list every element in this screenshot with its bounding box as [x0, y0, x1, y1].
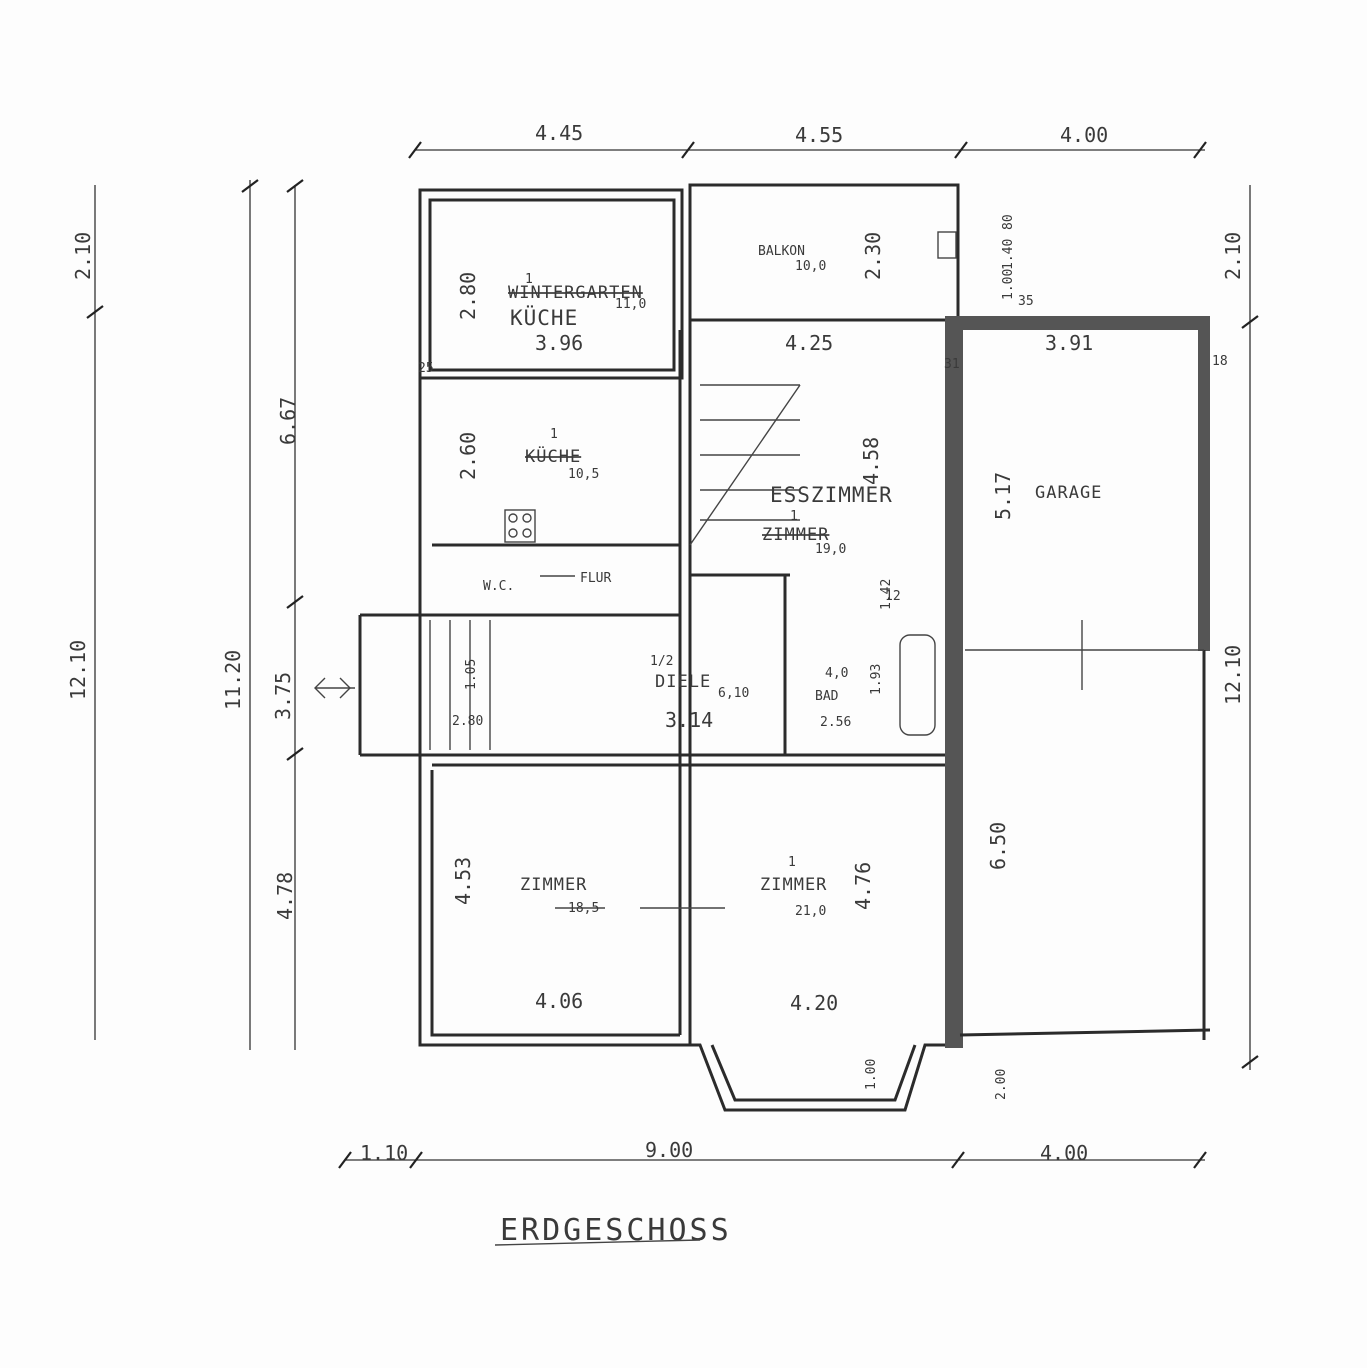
room-bad: BAD 4,0 2.56 1.93 [815, 664, 884, 730]
dim-right-1: 2.10 [1221, 232, 1245, 280]
room-kueche: 1 KÜCHE 10,5 2.60 [456, 427, 599, 482]
room-wintergarten: 1 WINTERGARTEN 11,0 KÜCHE 3.96 2.80 [456, 272, 646, 355]
room-number: 1 [525, 272, 533, 287]
room-number: 1 [790, 509, 798, 524]
room-height: 4.76 [851, 862, 875, 910]
title-underline [494, 1239, 701, 1246]
room-height-2: 6.50 [986, 822, 1010, 870]
room-name: KÜCHE [525, 445, 581, 467]
left-outer-dimension-line [86, 185, 104, 1040]
room-wc: W.C. [483, 579, 514, 594]
dim-bad-small: 1.42 [879, 579, 894, 610]
room-width: 4.06 [535, 989, 583, 1013]
room-esszimmer: ESSZIMMER 1 ZIMMER 19,0 4.25 4.58 [762, 331, 893, 557]
room-width: 3.91 [1045, 331, 1093, 355]
room-zimmer-right: 1 ZIMMER 21,0 4.20 4.76 [760, 855, 875, 1015]
room-number: 1 [788, 855, 796, 870]
room-name: GARAGE [1035, 483, 1102, 503]
dim-bottom-1: 1.10 [360, 1141, 408, 1165]
dim-bottom-2: 9.00 [645, 1138, 693, 1162]
wall-thickness-label: 1.00 [1001, 269, 1016, 300]
room-subtitle: ZIMMER [762, 525, 829, 545]
room-name: W.C. [483, 579, 514, 594]
room-name: DIELE [655, 672, 711, 692]
room-flur: FLUR [540, 571, 611, 586]
room-width: 3.14 [665, 708, 713, 732]
left-inner-dimension-line [241, 179, 304, 1050]
staircase [429, 384, 801, 750]
room-area: 4,0 [825, 666, 848, 681]
room-width: 2.56 [820, 715, 851, 730]
room-name: WINTERGARTEN [508, 283, 643, 303]
dim-left-inner-4: 4.78 [273, 872, 297, 920]
room-height: 4.58 [859, 437, 883, 485]
top-dimension-line [408, 141, 1207, 159]
room-name: BALKON [758, 244, 805, 259]
dim-left-inner-1: 6.67 [276, 397, 300, 445]
dim-top-3: 4.00 [1060, 123, 1108, 147]
room-balkon: BALKON 10,0 2.30 [758, 232, 885, 280]
bathtub [899, 634, 936, 736]
room-area: 18,5 [568, 901, 599, 916]
room-width: 4.25 [785, 331, 833, 355]
chimney [937, 231, 957, 259]
room-width: 4.20 [790, 991, 838, 1015]
exterior-walls [358, 183, 960, 1112]
room-number: 1/2 [650, 654, 673, 669]
room-area: 6,10 [718, 686, 749, 701]
center-cross-marks [555, 620, 1083, 909]
entrance-arrow [314, 677, 355, 699]
dim-left-outer-1: 2.10 [71, 232, 95, 280]
room-area: 10,5 [568, 467, 599, 482]
room-height: 2.80 [456, 272, 480, 320]
wall-thickness-label: 80 [1001, 214, 1016, 230]
dim-stair-height: 1.05 [464, 659, 479, 690]
room-name: ZIMMER [520, 875, 587, 895]
room-subtitle: KÜCHE [510, 305, 578, 330]
wall-thickness-label: 12 [885, 589, 901, 604]
dim-left-inner-2: 11.20 [221, 650, 245, 710]
wall-thickness-label: 1.40 [1001, 239, 1016, 270]
room-width: 3.96 [535, 331, 583, 355]
room-height: 2.60 [456, 432, 480, 480]
room-area: 11,0 [615, 297, 646, 312]
room-diele: 1/2 DIELE 6,10 3.14 [650, 654, 749, 732]
room-area: 21,0 [795, 904, 826, 919]
dim-bay: 1.00 [864, 1059, 879, 1090]
room-name: ZIMMER [760, 875, 827, 895]
bottom-dimension-line [338, 1151, 1207, 1169]
wall-thickness-label: 31 [944, 357, 960, 372]
room-area: 10,0 [795, 259, 826, 274]
room-garage: GARAGE 3.91 5.17 6.50 [986, 331, 1102, 870]
dim-bay-2: 2.00 [994, 1069, 1009, 1100]
room-height: 4.53 [451, 857, 475, 905]
dim-left-inner-3: 3.75 [271, 672, 295, 720]
room-height: 5.17 [991, 472, 1015, 520]
wall-thickness-label: 35 [1018, 294, 1034, 309]
room-number: 1 [550, 427, 558, 442]
room-area: 19,0 [815, 542, 846, 557]
room-height: 2.30 [861, 232, 885, 280]
dim-right-2: 12.10 [1221, 645, 1245, 705]
right-dimension-line [1241, 185, 1259, 1070]
dim-bottom-3: 4.00 [1040, 1141, 1088, 1165]
room-name: BAD [815, 689, 839, 704]
dim-stair-width: 2.80 [452, 714, 483, 729]
room-name: ESSZIMMER [770, 483, 893, 507]
room-height: 1.93 [869, 664, 884, 695]
dim-top-1: 4.45 [535, 121, 583, 145]
wall-thickness-label: 25 [418, 361, 434, 376]
room-name: FLUR [580, 571, 611, 586]
dim-top-2: 4.55 [795, 123, 843, 147]
kitchen-stove [504, 509, 536, 543]
wall-thickness-label: 18 [1212, 354, 1228, 369]
room-zimmer-left: ZIMMER 18,5 4.06 4.53 [451, 857, 599, 1013]
dim-left-outer-2: 12.10 [66, 640, 90, 700]
garage-walls [945, 316, 1211, 1048]
